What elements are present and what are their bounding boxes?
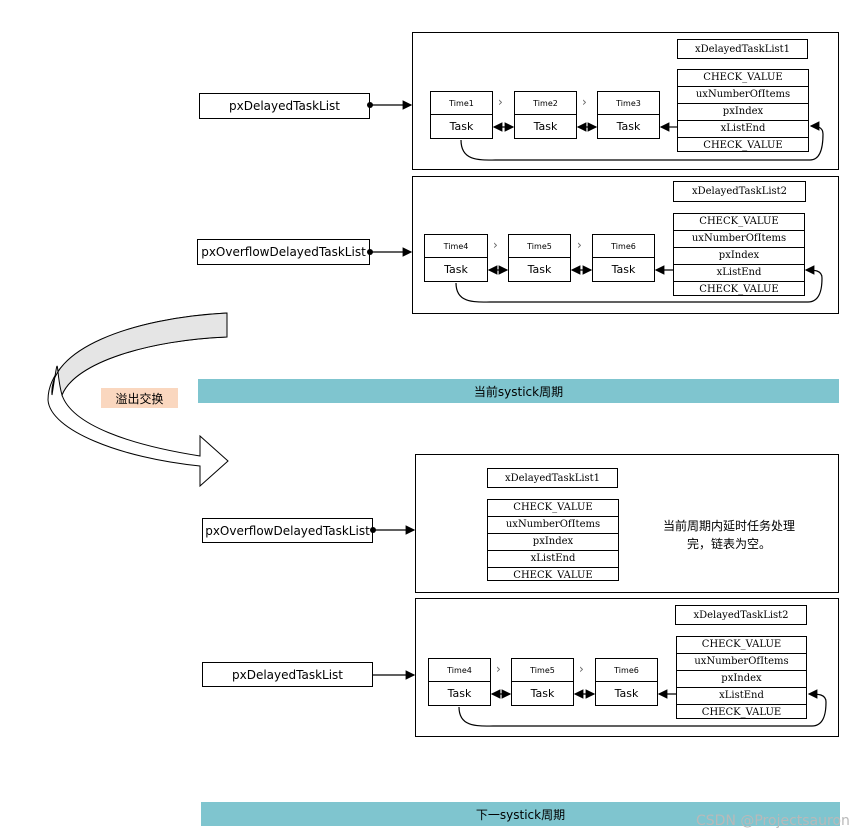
field-x-list-end: xListEnd (488, 551, 618, 568)
list-item: Time5 Task (511, 658, 574, 706)
pointer-box-overflow: pxOverflowDelayedTaskList (197, 239, 370, 265)
list1-empty-frame (415, 454, 839, 593)
field-x-list-end: xListEnd (678, 121, 808, 138)
list-item: Time4 Task (428, 658, 491, 706)
item-time: Time4 (425, 235, 487, 258)
list-item: Time5 Task (508, 234, 571, 282)
list-item: Time2 Task (514, 91, 577, 139)
field-check-value: CHECK_VALUE (677, 637, 806, 654)
chevron-right-icon: › (582, 95, 587, 109)
list-item: Time3 Task (597, 91, 660, 139)
item-time: Time2 (515, 92, 576, 115)
item-time: Time5 (512, 659, 573, 682)
list-item: Time4 Task (424, 234, 488, 282)
item-time: Time1 (431, 92, 492, 115)
pointer-arrow (370, 525, 416, 535)
pointer-box-delayed: pxDelayedTaskList (199, 93, 370, 119)
list-title: xDelayedTaskList2 (673, 181, 806, 202)
chevron-right-icon: › (493, 238, 498, 252)
item-task: Task (611, 263, 636, 276)
field-check-value: CHECK_VALUE (674, 214, 804, 231)
overflow-swap-label: 溢出交换 (101, 388, 178, 408)
pointer-arrow (367, 247, 413, 257)
item-task: Task (614, 687, 639, 700)
field-check-value: CHECK_VALUE (699, 284, 779, 295)
field-px-index: pxIndex (677, 671, 806, 688)
field-ux-number-of-items: uxNumberOfItems (677, 654, 806, 671)
pointer-arrow (367, 100, 413, 110)
field-px-index: pxIndex (488, 534, 618, 551)
field-px-index: pxIndex (678, 104, 808, 121)
list-fields: CHECK_VALUE uxNumberOfItems pxIndex xLis… (673, 213, 805, 296)
field-check-value: CHECK_VALUE (488, 500, 618, 517)
list-fields: CHECK_VALUE uxNumberOfItems pxIndex xLis… (676, 636, 807, 719)
item-time: Time4 (429, 659, 490, 682)
item-task: Task (444, 263, 468, 276)
item-task: Task (530, 687, 555, 700)
chevron-right-icon: › (579, 662, 584, 676)
field-ux-number-of-items: uxNumberOfItems (674, 231, 804, 248)
field-x-list-end: xListEnd (677, 688, 806, 705)
item-task: Task (533, 120, 558, 133)
field-ux-number-of-items: uxNumberOfItems (678, 87, 808, 104)
list-item: Time6 Task (592, 234, 655, 282)
list-fields: CHECK_VALUE uxNumberOfItems pxIndex xLis… (487, 499, 619, 581)
field-check-value: CHECK_VALUE (678, 70, 808, 87)
item-task: Task (449, 120, 474, 133)
item-task: Task (527, 263, 552, 276)
chevron-right-icon: › (577, 238, 582, 252)
list-item: Time1 Task (430, 91, 493, 139)
chevron-right-icon: › (496, 662, 501, 676)
list-title: xDelayedTaskList1 (487, 468, 618, 488)
item-task: Task (616, 120, 641, 133)
field-px-index: pxIndex (674, 248, 804, 265)
item-time: Time6 (596, 659, 657, 682)
list-title: xDelayedTaskList1 (677, 39, 808, 59)
current-systick-band: 当前systick周期 (198, 379, 839, 403)
note-line: 完，链表为空。 (686, 537, 771, 551)
item-time: Time3 (598, 92, 659, 115)
empty-list-note: 当前周期内延时任务处理 完，链表为空。 (640, 517, 818, 553)
list-title: xDelayedTaskList2 (675, 605, 807, 625)
item-task: Task (447, 687, 472, 700)
field-check-value: CHECK_VALUE (513, 570, 593, 581)
chevron-right-icon: › (498, 95, 503, 109)
field-ux-number-of-items: uxNumberOfItems (488, 517, 618, 534)
watermark: CSDN @Projectsauron (696, 813, 850, 829)
pointer-box-overflow: pxOverflowDelayedTaskList (202, 518, 373, 543)
list-fields: CHECK_VALUE uxNumberOfItems pxIndex xLis… (677, 69, 809, 152)
note-line: 当前周期内延时任务处理 (662, 519, 795, 533)
field-check-value: CHECK_VALUE (703, 140, 783, 151)
item-time: Time6 (593, 235, 654, 258)
item-time: Time5 (509, 235, 570, 258)
field-check-value: CHECK_VALUE (701, 707, 782, 718)
field-x-list-end: xListEnd (674, 265, 804, 282)
pointer-box-delayed: pxDelayedTaskList (202, 662, 373, 687)
list-item: Time6 Task (595, 658, 658, 706)
next-systick-band: 下一systick周期 (201, 802, 840, 826)
